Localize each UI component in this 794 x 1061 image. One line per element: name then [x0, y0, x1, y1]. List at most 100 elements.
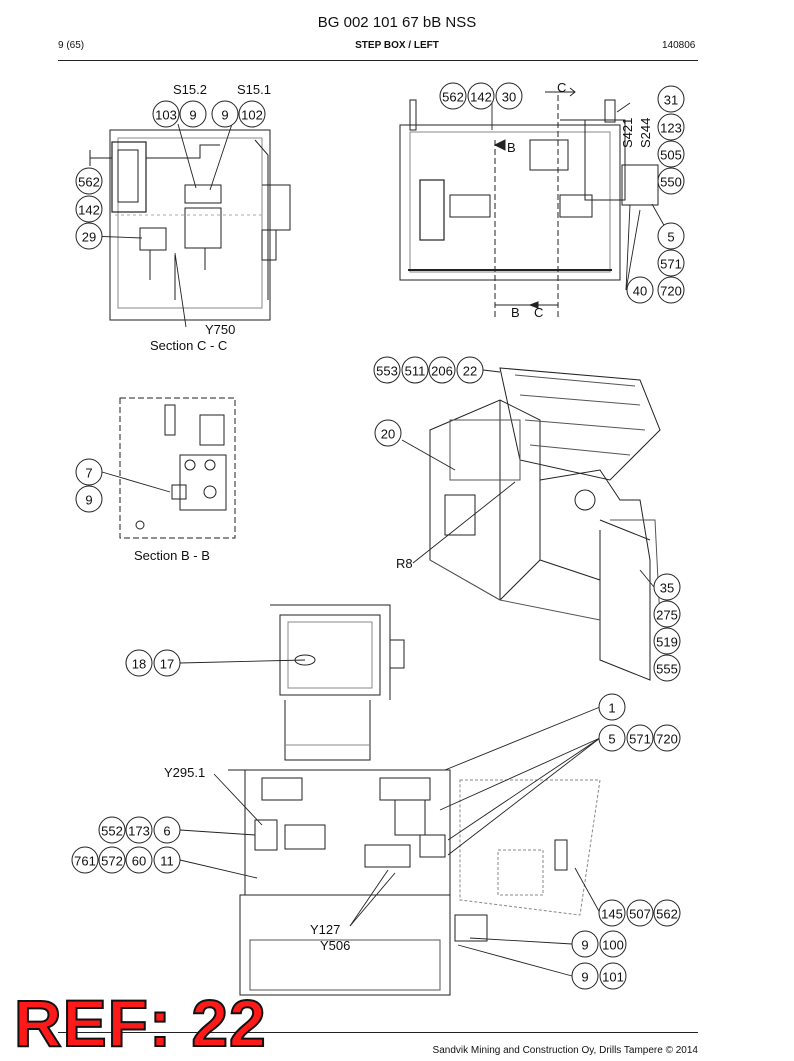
callout-label: 562	[442, 90, 464, 105]
callout-5: 5	[657, 222, 685, 250]
footer-copyright: Sandvik Mining and Construction Oy, Dril…	[432, 1045, 698, 1056]
callout-562: 562	[653, 899, 681, 927]
callout-9: 9	[75, 485, 103, 513]
label-c-bottom: C	[534, 305, 544, 320]
callout-9: 9	[571, 962, 599, 990]
callout-label: 511	[405, 364, 426, 379]
callout-label: 550	[660, 175, 682, 190]
callout-label: 100	[602, 938, 624, 953]
callout-123: 123	[657, 113, 685, 141]
callout-35: 35	[653, 573, 681, 601]
callout-103: 103	[152, 100, 180, 128]
top-right-drawing	[399, 87, 659, 320]
callout-562: 562	[439, 82, 467, 110]
callout-circle	[211, 100, 239, 128]
callout-label: 552	[101, 824, 123, 839]
callout-40: 40	[626, 276, 654, 304]
callout-circle	[657, 276, 685, 304]
callout-circle	[598, 724, 626, 752]
callout-circle	[125, 649, 153, 677]
callout-circle	[75, 222, 103, 250]
callout-label: 572	[101, 854, 123, 869]
callout-label: 142	[78, 203, 100, 218]
label-r8: R8	[396, 556, 413, 571]
callout-20: 20	[374, 419, 402, 447]
callout-101: 101	[599, 962, 627, 990]
callout-label: 173	[128, 824, 150, 839]
callout-18: 18	[125, 649, 153, 677]
callout-circle	[657, 249, 685, 277]
callout-142: 142	[75, 195, 103, 223]
callout-circle	[657, 140, 685, 168]
label-b-bottom: B	[511, 305, 520, 320]
callout-label: 720	[656, 732, 678, 747]
callout-label: 7	[85, 466, 92, 481]
callout-circle	[653, 627, 681, 655]
callout-275: 275	[653, 600, 681, 628]
callout-label: 553	[376, 364, 398, 379]
callout-label: 29	[82, 230, 96, 245]
callout-circle	[98, 816, 126, 844]
callout-circle	[657, 167, 685, 195]
callout-circle	[598, 693, 626, 721]
callout-label: 6	[163, 824, 170, 839]
callout-circle	[125, 846, 153, 874]
callout-circle	[626, 724, 654, 752]
callout-22: 22	[456, 356, 484, 384]
callout-label: 30	[502, 90, 516, 105]
callout-label: 22	[463, 364, 477, 379]
callout-571: 571	[657, 249, 685, 277]
section-bb-drawing	[119, 397, 236, 539]
callout-553: 553	[373, 356, 401, 384]
callout-label: 720	[660, 284, 682, 299]
header-rule	[58, 60, 698, 61]
callout-173: 173	[125, 816, 153, 844]
callout-100: 100	[599, 930, 627, 958]
label-s15-1: S15.1	[237, 82, 271, 97]
callout-circle	[657, 85, 685, 113]
callout-label: 275	[656, 608, 678, 623]
callout-572: 572	[98, 846, 126, 874]
callout-label: 142	[470, 90, 492, 105]
callout-circle	[657, 222, 685, 250]
callout-label: 505	[660, 148, 682, 163]
callout-511: 511	[401, 356, 429, 384]
callout-label: 11	[160, 854, 174, 869]
label-s244: S244	[638, 117, 653, 148]
label-y750: Y750	[205, 322, 236, 337]
callout-circle	[626, 899, 654, 927]
callout-circle	[495, 82, 523, 110]
callout-label: 101	[602, 970, 624, 985]
footer-rule	[58, 1032, 698, 1033]
callout-11: 11	[153, 846, 181, 874]
callout-circle	[439, 82, 467, 110]
ref-stamp: REF: 22	[13, 985, 267, 1061]
section-cc-caption: Section C - C	[150, 338, 228, 353]
callout-label: 9	[189, 108, 196, 123]
callout-720: 720	[653, 724, 681, 752]
callout-circle	[599, 962, 627, 990]
callout-29: 29	[75, 222, 103, 250]
callout-circle	[467, 82, 495, 110]
callout-label: 40	[633, 284, 647, 299]
callout-519: 519	[653, 627, 681, 655]
callout-label: 562	[78, 175, 100, 190]
callout-label: 31	[664, 93, 678, 108]
callout-206: 206	[428, 356, 456, 384]
lower-assembly-drawing	[228, 604, 601, 996]
callout-circle	[153, 649, 181, 677]
callout-label: 103	[155, 108, 177, 123]
callout-circle	[598, 899, 626, 927]
callout-562: 562	[75, 167, 103, 195]
callout-label: 555	[656, 662, 678, 677]
callout-circle	[401, 356, 429, 384]
document-title: BG 002 101 67 bB NSS	[317, 14, 477, 31]
callout-circle	[125, 816, 153, 844]
callout-552: 552	[98, 816, 126, 844]
callout-507: 507	[626, 899, 654, 927]
label-c-top: C	[557, 80, 567, 95]
callout-761: 761	[71, 846, 99, 874]
callout-circle	[599, 930, 627, 958]
callout-label: 571	[660, 257, 682, 272]
